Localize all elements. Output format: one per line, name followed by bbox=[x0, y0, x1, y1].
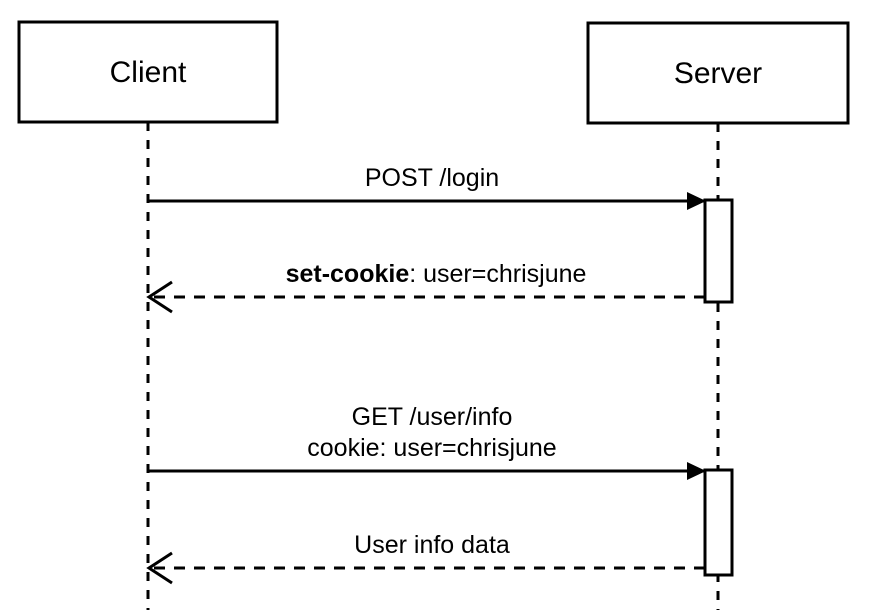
participant-box-server[interactable] bbox=[586, 21, 850, 125]
participant-box-client[interactable] bbox=[17, 20, 279, 124]
arrowhead-open-icon bbox=[146, 280, 173, 314]
arrowhead-filled-icon bbox=[687, 192, 706, 210]
message-post-login[interactable]: POST /login bbox=[148, 164, 706, 210]
participant-server[interactable]: Server bbox=[586, 21, 850, 125]
message-label-post-login: POST /login bbox=[365, 164, 499, 192]
message-label-get-user-info-cookie: cookie: user=chrisjune bbox=[307, 434, 556, 462]
message-label-segment: GET /user/info bbox=[352, 403, 513, 431]
participant-label-server: Server bbox=[674, 57, 762, 90]
arrowhead-open-icon bbox=[146, 551, 173, 585]
message-label-get-user-info: GET /user/info bbox=[352, 403, 513, 431]
activation-box-2[interactable] bbox=[703, 468, 734, 577]
participant-client[interactable]: Client bbox=[17, 20, 279, 124]
activation-box-1[interactable] bbox=[703, 198, 734, 304]
message-label-set-cookie: set-cookie: user=chrisjune bbox=[286, 260, 587, 288]
message-label-segment: : user=chrisjune bbox=[409, 260, 586, 288]
message-label-user-info-data: User info data bbox=[354, 531, 510, 559]
message-label-segment: User info data bbox=[354, 531, 510, 559]
participant-label-client: Client bbox=[110, 56, 187, 89]
arrowhead-filled-icon bbox=[687, 462, 706, 480]
message-user-info-data[interactable]: User info data bbox=[146, 531, 705, 585]
message-label-segment-bold: set-cookie bbox=[286, 260, 410, 288]
message-label-segment: cookie: user=chrisjune bbox=[307, 434, 556, 462]
message-get-user-info[interactable]: GET /user/info cookie: user=chrisjune bbox=[148, 403, 706, 480]
message-set-cookie[interactable]: set-cookie: user=chrisjune bbox=[146, 260, 705, 314]
message-label-segment: POST /login bbox=[365, 164, 499, 192]
